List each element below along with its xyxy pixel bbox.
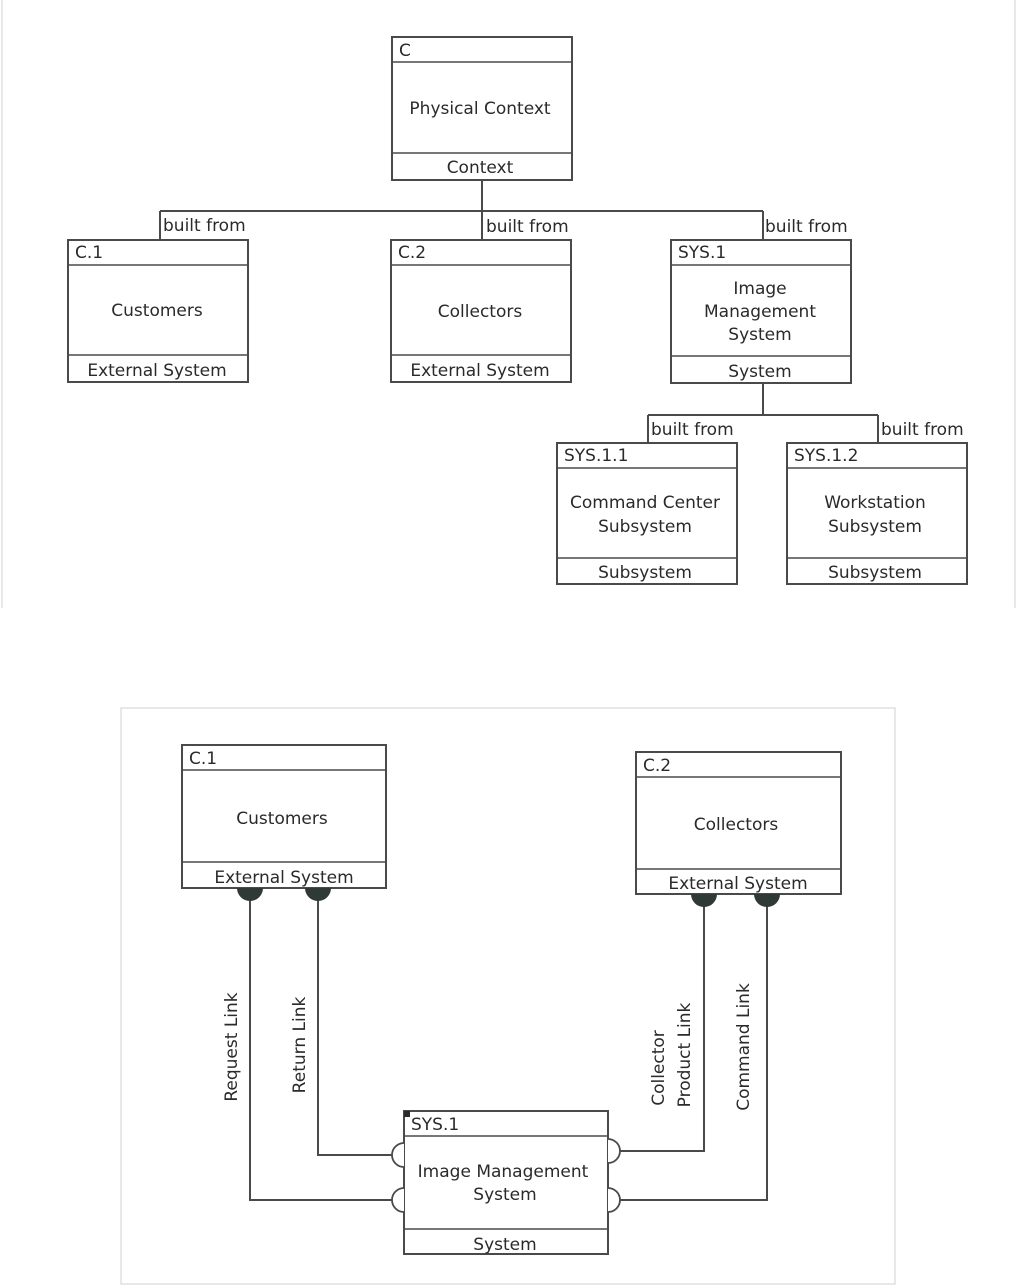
interface-connectors <box>249 893 768 1201</box>
hierarchy-panel: built from built from built from built f… <box>1 0 1016 608</box>
node-name-line-2: System <box>473 1185 536 1205</box>
node-type: System <box>728 362 791 382</box>
node-sys1[interactable]: SYS.1 Image Management System System <box>670 239 852 384</box>
node-type: Subsystem <box>828 563 922 583</box>
node-sys11[interactable]: SYS.1.1 Command Center Subsystem Subsyst… <box>556 442 738 585</box>
collector-link-label-line-2: Product Link <box>675 1002 695 1107</box>
node-name-line-2: Management <box>704 302 816 322</box>
node-name: Customers <box>236 809 328 829</box>
node-name-line-2: Subsystem <box>598 517 692 537</box>
request-link-line[interactable] <box>249 893 392 1201</box>
node-name-line-2: Subsystem <box>828 517 922 537</box>
node-type: Subsystem <box>598 563 692 583</box>
hierarchy-connectors <box>159 180 879 443</box>
node-id: SYS.1 <box>678 243 726 263</box>
iface-node-c2[interactable]: C.2 Collectors External System <box>635 751 842 895</box>
return-port-icon <box>305 888 331 901</box>
node-type: System <box>473 1235 536 1255</box>
command-port-icon <box>754 894 780 907</box>
iface-node-sys1[interactable]: SYS.1 Image Management System System <box>403 1110 609 1255</box>
node-name-line-1: Image Management <box>418 1162 589 1182</box>
interface-panel: C.1 Customers External System C.2 Collec… <box>120 707 896 1285</box>
built-from-label-c1: built from <box>163 216 246 236</box>
built-from-label-c2: built from <box>486 217 569 237</box>
node-name: Customers <box>111 301 203 321</box>
node-id: SYS.1 <box>411 1115 459 1135</box>
command-link-label: Command Link <box>734 983 754 1111</box>
node-name: Collectors <box>438 302 523 322</box>
node-sys12[interactable]: SYS.1.2 Workstation Subsystem Subsystem <box>786 442 968 585</box>
built-from-label-sys1: built from <box>765 217 848 237</box>
request-port-icon <box>237 888 263 901</box>
collector-product-socket-icon <box>607 1138 621 1164</box>
panel-border <box>120 707 896 1285</box>
request-socket-icon <box>391 1187 405 1213</box>
node-id: C <box>399 41 411 61</box>
built-from-label-sys12: built from <box>881 420 964 440</box>
node-type: External System <box>87 361 226 381</box>
return-socket-icon <box>391 1142 405 1168</box>
socket-markers <box>391 1138 621 1213</box>
node-id: C.2 <box>398 243 426 263</box>
port-markers <box>237 888 780 907</box>
corner-marker-icon <box>404 1111 410 1117</box>
iface-node-c1[interactable]: C.1 Customers External System <box>181 744 387 889</box>
node-c1[interactable]: C.1 Customers External System <box>67 239 249 383</box>
collector-product-link-line[interactable] <box>620 899 705 1152</box>
return-link-label: Return Link <box>290 997 310 1094</box>
command-link-line[interactable] <box>620 899 768 1201</box>
request-link-label: Request Link <box>222 992 242 1101</box>
node-type: External System <box>410 361 549 381</box>
node-id: C.2 <box>643 756 671 776</box>
node-type: External System <box>668 874 807 894</box>
node-id: C.1 <box>75 243 103 263</box>
node-name-line-1: Command Center <box>570 493 720 513</box>
node-name-line-1: Image <box>733 279 786 299</box>
command-socket-icon <box>607 1187 621 1213</box>
node-c2[interactable]: C.2 Collectors External System <box>390 239 572 383</box>
return-link-line[interactable] <box>317 893 392 1156</box>
node-c[interactable]: C Physical Context Context <box>391 36 573 181</box>
node-name: Collectors <box>694 815 779 835</box>
node-name: Physical Context <box>409 99 550 119</box>
node-id: SYS.1.2 <box>794 446 858 466</box>
built-from-label-sys11: built from <box>651 420 734 440</box>
node-id: SYS.1.1 <box>564 446 628 466</box>
collector-link-label-line-1: Collector <box>649 1030 669 1106</box>
node-name-line-3: System <box>728 325 791 345</box>
node-id: C.1 <box>189 749 217 769</box>
node-name-line-1: Workstation <box>824 493 926 513</box>
node-type: External System <box>214 868 353 888</box>
node-type: Context <box>447 158 514 178</box>
collector-product-port-icon <box>691 894 717 907</box>
